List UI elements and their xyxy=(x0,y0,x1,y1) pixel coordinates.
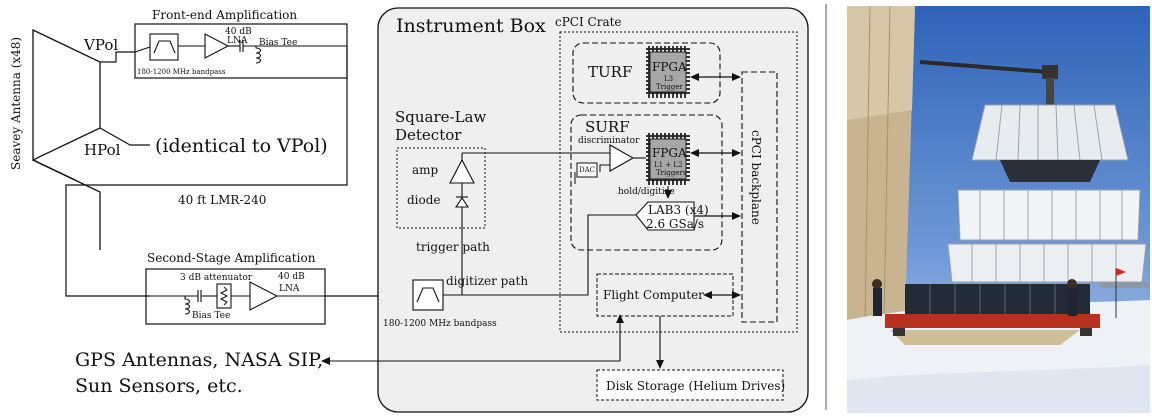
lab3-line1: LAB3 (x4) xyxy=(648,203,709,217)
front-end-lna: LNA xyxy=(227,36,248,46)
surf-fpga-sub2: Triggers xyxy=(656,169,687,177)
turf-label: TURF xyxy=(588,63,632,81)
turf-fpga-chip xyxy=(646,46,690,98)
front-end-amplification-box xyxy=(134,23,348,79)
surf-discriminator-comparator xyxy=(574,144,646,184)
vpol-label: VPol xyxy=(83,36,118,54)
instrument-box-title: Instrument Box xyxy=(396,15,546,37)
second-stage-attenuator: 3 dB attenuator xyxy=(180,273,253,283)
surf-fpga-sub: L1 + L2 xyxy=(654,161,683,169)
square-law-detector xyxy=(396,147,486,229)
front-end-lna-gain: 40 dB xyxy=(225,27,252,37)
disk-storage-label: Disk Storage (Helium Drives) xyxy=(606,379,785,393)
surf-fpga-label: FPGA xyxy=(652,146,687,160)
hpol-note: (identical to VPol) xyxy=(155,135,328,157)
second-stage-bias-tee: Bias Tee xyxy=(192,311,230,321)
front-end-title: Front-end Amplification xyxy=(152,8,297,22)
front-end-bias-tee: Bias Tee xyxy=(259,38,297,48)
antenna-label: Seavey Antenna (x48) xyxy=(9,37,23,170)
cable-label: 40 ft LMR-240 xyxy=(178,193,266,207)
hpol-label: HPol xyxy=(84,141,121,159)
detector-title-line1: Square-Law xyxy=(395,108,487,126)
second-stage-title: Second-Stage Amplification xyxy=(147,251,316,265)
digitizer-path-label: digitizer path xyxy=(446,274,528,288)
dac-box xyxy=(576,162,598,178)
front-end-bandpass: 180-1200 MHz bandpass xyxy=(137,68,226,76)
detector-diode: diode xyxy=(407,193,441,207)
anita-payload-photo xyxy=(847,5,1150,413)
lab3-line2: 2.6 GSa/s xyxy=(646,217,704,231)
turf-fpga-label: FPGA xyxy=(652,60,687,74)
turf-fpga-sub2: Trigger xyxy=(656,83,683,91)
second-stage-amplification-box xyxy=(145,268,326,325)
external-line2: Sun Sensors, etc. xyxy=(75,375,243,397)
instrument-bandpass-label: 180-1200 MHz bandpass xyxy=(383,319,497,329)
surf-discriminator: discriminator xyxy=(578,136,640,146)
detector-amp: amp xyxy=(412,163,439,177)
cpci-crate xyxy=(559,31,798,333)
surf-board xyxy=(570,114,723,251)
cpci-crate-title: cPCI Crate xyxy=(555,15,622,29)
seavey-antenna xyxy=(32,28,101,250)
turf-fpga-sub: L3 xyxy=(664,75,673,83)
cpci-backplane xyxy=(741,71,778,323)
flight-computer-label: Flight Computer xyxy=(603,288,704,302)
backplane-label: cPCI backplane xyxy=(749,130,763,225)
disk-storage xyxy=(596,369,784,401)
second-stage-lna-gain: 40 dB xyxy=(278,272,305,282)
dac-label: DAC xyxy=(579,166,595,174)
trigger-path-label: trigger path xyxy=(416,240,490,254)
external-line1: GPS Antennas, NASA SIP, xyxy=(75,349,323,371)
instrument-bandpass-filter xyxy=(412,279,444,311)
surf-fpga-chip xyxy=(646,133,690,185)
detector-title-line2: Detector xyxy=(395,126,462,144)
second-stage-lna: LNA xyxy=(279,284,300,294)
surf-label: SURF xyxy=(585,118,630,136)
surf-hold-label: hold/digitize xyxy=(618,187,675,197)
instrument-box xyxy=(377,7,809,413)
